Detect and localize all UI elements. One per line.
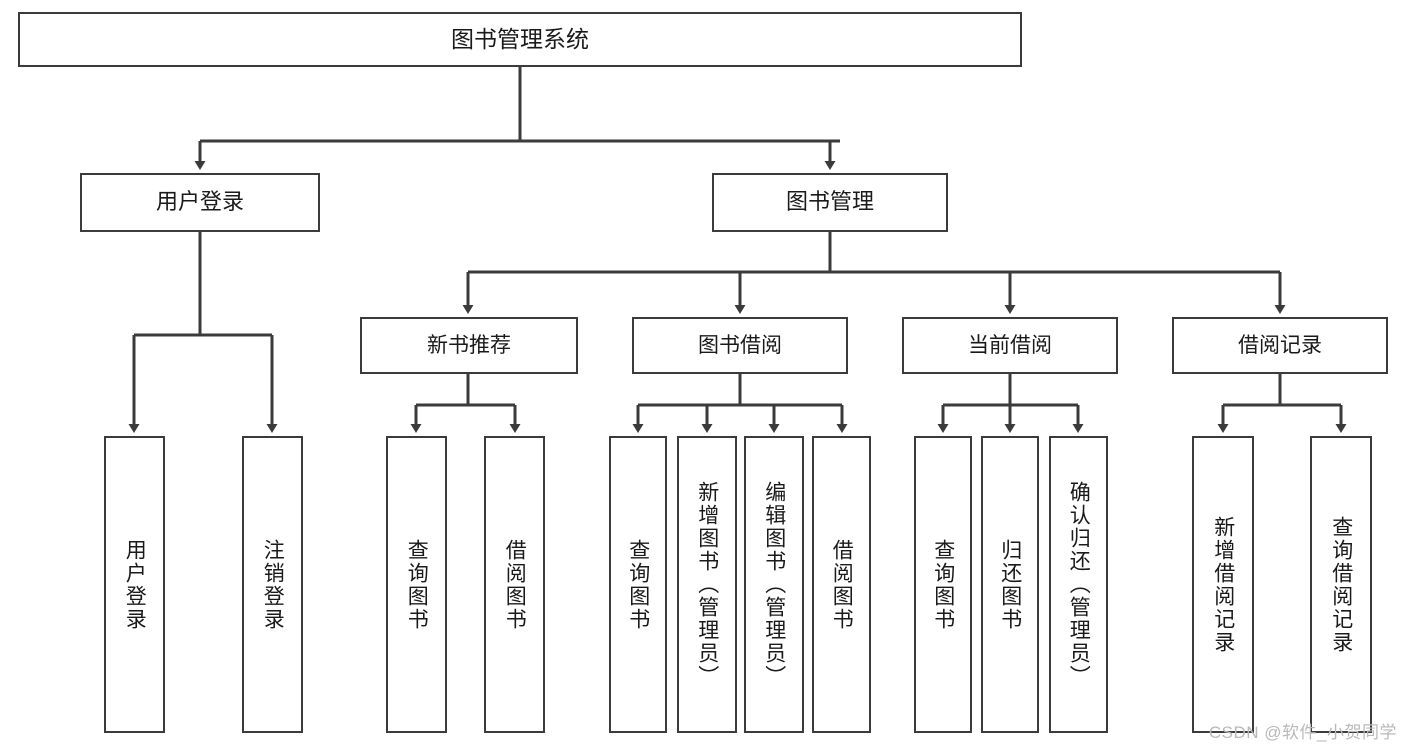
node-label: 编辑图书（管理员） — [762, 481, 786, 688]
node-book-borrowing[interactable]: 图书借阅 — [632, 317, 848, 374]
node-label: 用户登录 — [155, 189, 244, 215]
node-label: 借阅记录 — [1238, 333, 1322, 357]
node-leaf-add-borrowing-record[interactable]: 新增借阅记录 — [1192, 436, 1254, 733]
node-leaf-logout[interactable]: 注销登录 — [242, 436, 303, 733]
node-leaf-edit-book-admin[interactable]: 编辑图书（管理员） — [744, 436, 804, 733]
node-borrowing-records[interactable]: 借阅记录 — [1172, 317, 1388, 374]
node-leaf-user-login[interactable]: 用户登录 — [104, 436, 165, 733]
node-user-login[interactable]: 用户登录 — [80, 173, 320, 232]
node-label: 查询图书 — [405, 538, 429, 631]
node-current-borrowing[interactable]: 当前借阅 — [902, 317, 1118, 374]
node-label: 注销登录 — [261, 538, 285, 631]
node-label: 用户登录 — [123, 538, 147, 631]
node-leaf-return-books[interactable]: 归还图书 — [981, 436, 1039, 733]
node-leaf-query-borrowing-record[interactable]: 查询借阅记录 — [1310, 436, 1372, 733]
node-leaf-borrow-books-recommendation[interactable]: 借阅图书 — [484, 436, 545, 733]
node-new-book-recommendation[interactable]: 新书推荐 — [360, 317, 578, 374]
node-label: 借阅图书 — [503, 538, 527, 631]
node-label: 查询图书 — [626, 538, 650, 631]
node-label: 借阅图书 — [830, 538, 854, 631]
node-label: 新增图书（管理员） — [695, 481, 719, 688]
node-label: 归还图书 — [998, 538, 1022, 631]
node-label: 确认归还（管理员） — [1067, 481, 1091, 688]
node-leaf-query-books-recommendation[interactable]: 查询图书 — [386, 436, 447, 733]
node-label: 新增借阅记录 — [1211, 515, 1235, 654]
node-book-management-system[interactable]: 图书管理系统 — [18, 12, 1022, 67]
node-label: 图书管理 — [785, 189, 874, 215]
node-book-management[interactable]: 图书管理 — [712, 173, 948, 232]
node-label: 查询借阅记录 — [1329, 515, 1353, 654]
node-leaf-query-books-borrowing[interactable]: 查询图书 — [609, 436, 667, 733]
node-leaf-confirm-return-admin[interactable]: 确认归还（管理员） — [1049, 436, 1108, 733]
node-label: 当前借阅 — [968, 333, 1052, 357]
node-label: 查询图书 — [931, 538, 955, 631]
node-leaf-query-books-current[interactable]: 查询图书 — [914, 436, 972, 733]
node-leaf-borrow-books-borrowing[interactable]: 借阅图书 — [812, 436, 871, 733]
node-label: 图书借阅 — [698, 333, 782, 357]
csdn-watermark: CSDN @软件_小贺同学 — [1208, 723, 1397, 742]
node-leaf-add-book-admin[interactable]: 新增图书（管理员） — [677, 436, 737, 733]
node-label: 图书管理系统 — [451, 25, 589, 52]
node-label: 新书推荐 — [427, 333, 511, 357]
